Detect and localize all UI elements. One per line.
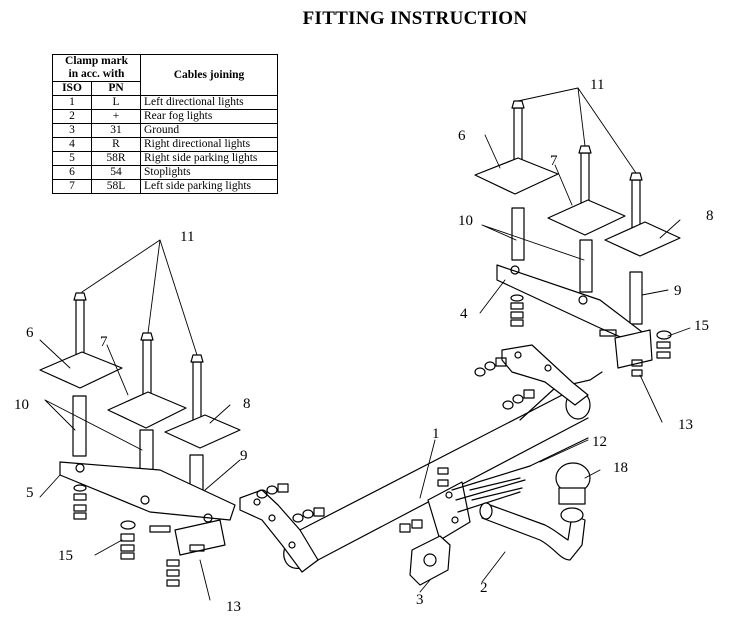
callout-5: 5: [26, 485, 34, 501]
callout-11-left: 11: [180, 229, 194, 245]
callout-13-left: 13: [226, 599, 241, 615]
callout-9-left: 9: [240, 448, 248, 464]
cell-cable: Left side parking lights: [140, 179, 278, 194]
callout-12: 12: [592, 434, 607, 450]
callout-labels: 11 11 6 6 7 7 8 8 9 9 10 10 5 4 15 15 13…: [14, 77, 714, 615]
left-tube-bracket: [239, 489, 319, 573]
right-bolt-assembly: [399, 100, 681, 533]
callout-10-right: 10: [458, 213, 473, 229]
callout-10-left: 10: [14, 397, 29, 413]
callout-8-right: 8: [706, 208, 714, 224]
callout-15-right: 15: [694, 318, 709, 334]
callout-2: 2: [480, 580, 488, 596]
right-tube-bracket: [501, 344, 589, 406]
callout-3: 3: [416, 592, 424, 608]
callout-7-right: 7: [550, 153, 558, 169]
callout-1: 1: [432, 426, 440, 442]
clamp-mark-table: Clamp mark in acc. with Cables joining I…: [52, 54, 278, 194]
page-title: FITTING INSTRUCTION: [302, 8, 528, 29]
callout-4: 4: [460, 306, 468, 322]
leader-lines: [39, 87, 691, 601]
header-clamp-line1: Clamp mark: [65, 55, 128, 67]
cell-cable: Right side parking lights: [140, 151, 278, 166]
callout-6-right: 6: [458, 128, 466, 144]
header-pn: PN: [91, 81, 141, 96]
header-clamp-line2: in acc. with: [68, 68, 125, 80]
callout-13-right: 13: [678, 417, 693, 433]
tow-ball: [555, 462, 591, 523]
table-row: 2+Rear fog lights: [52, 109, 278, 124]
callout-18: 18: [613, 460, 628, 476]
callout-9-right: 9: [674, 283, 682, 299]
centre-mounting-plate: [427, 437, 589, 541]
table-subheader-row: ISO PN: [52, 81, 278, 96]
callout-7-left: 7: [100, 334, 108, 350]
callout-6-left: 6: [26, 325, 34, 341]
callout-8-left: 8: [243, 396, 251, 412]
socket-plate: [409, 535, 451, 586]
cell-pn: 58R: [91, 151, 141, 166]
callout-11-right: 11: [590, 77, 604, 93]
header-clamp-mark: Clamp mark in acc. with: [52, 54, 141, 82]
callout-15-left: 15: [58, 548, 73, 564]
